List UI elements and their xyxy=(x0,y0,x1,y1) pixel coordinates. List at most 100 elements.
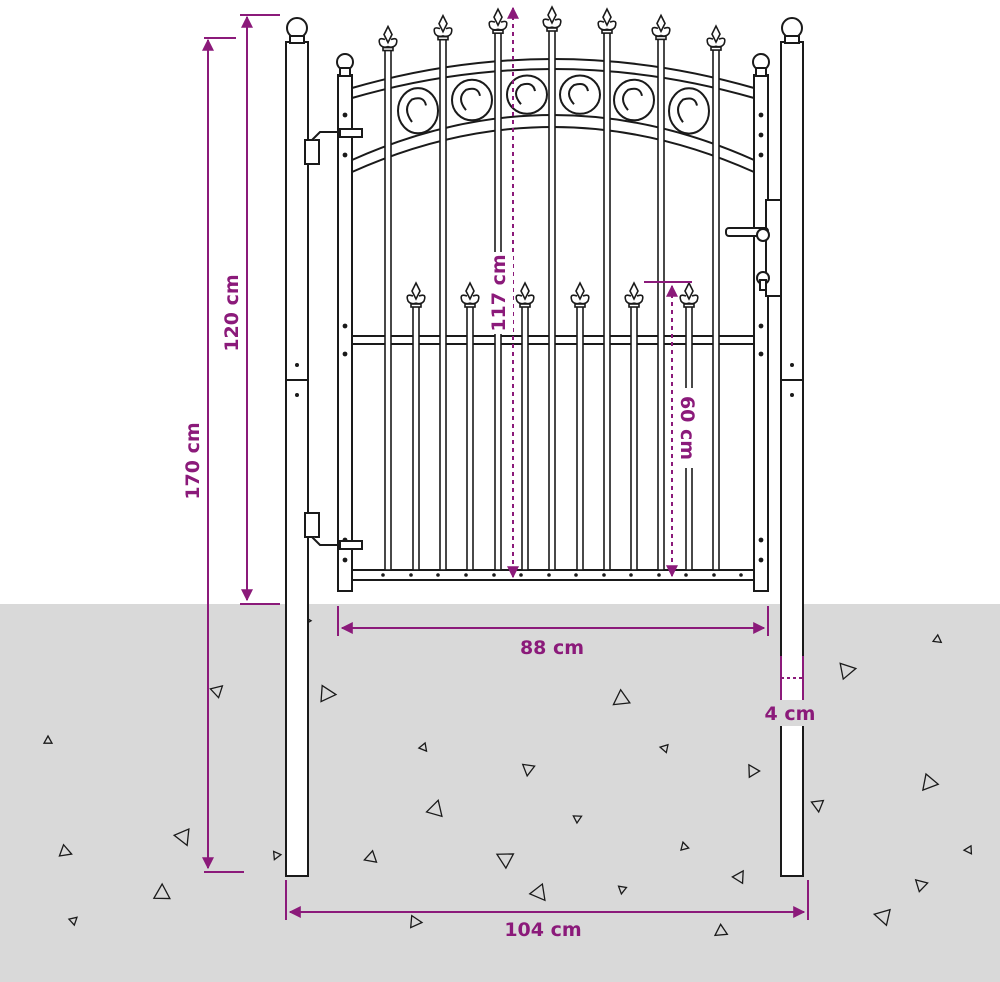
bolt xyxy=(295,393,299,397)
tall-bar xyxy=(384,47,392,571)
pebble xyxy=(320,684,338,703)
spear-collar xyxy=(574,303,586,308)
spear-tip xyxy=(465,281,475,301)
pebble xyxy=(272,850,283,861)
pebble xyxy=(209,684,224,699)
spear-collar xyxy=(601,29,613,34)
bolt xyxy=(519,573,523,577)
bolt xyxy=(464,573,468,577)
tall-bar xyxy=(548,28,556,571)
bolt xyxy=(684,573,688,577)
spear-tip xyxy=(411,281,421,301)
bolt xyxy=(758,557,764,563)
spear-tip xyxy=(656,13,666,34)
pebble xyxy=(42,734,54,744)
ground-pebbles xyxy=(42,615,973,937)
bolt xyxy=(790,363,794,367)
pebble xyxy=(58,843,73,857)
bolt xyxy=(758,152,764,158)
spear-tip xyxy=(547,5,557,25)
pebble xyxy=(872,908,891,927)
spear-collar xyxy=(519,303,531,308)
spear-collar xyxy=(628,303,640,308)
spear-collar xyxy=(437,35,449,41)
tall-bar xyxy=(603,30,611,571)
pebble xyxy=(962,844,973,855)
bolt xyxy=(602,573,606,577)
bolt xyxy=(758,537,764,543)
spear-tip xyxy=(438,13,448,34)
bolt xyxy=(342,557,348,563)
bolt xyxy=(342,351,348,357)
bolt xyxy=(436,573,440,577)
oval-ring xyxy=(451,78,493,122)
bolt xyxy=(790,393,794,397)
oval-scroll xyxy=(677,97,698,123)
pebble xyxy=(810,799,825,814)
oval-ring xyxy=(397,87,439,135)
decorative-ovals xyxy=(397,74,710,135)
oval-ring xyxy=(668,87,710,135)
short-bar xyxy=(576,304,584,571)
bolt xyxy=(657,573,661,577)
pebble xyxy=(731,869,744,885)
pebble xyxy=(528,882,546,902)
spear-tip xyxy=(520,281,530,301)
total-height-label: 170 cm xyxy=(182,422,204,499)
pebble xyxy=(67,916,78,927)
oval-scroll xyxy=(406,97,427,123)
bolt xyxy=(342,323,348,329)
oval-ring xyxy=(613,78,655,122)
pebble xyxy=(521,763,536,778)
pebble xyxy=(748,763,761,779)
pebble xyxy=(612,688,631,706)
pebble xyxy=(713,923,729,937)
short-bar xyxy=(412,304,420,571)
pebble xyxy=(914,878,929,893)
bolt xyxy=(381,573,385,577)
pebble xyxy=(921,772,940,792)
oval-scroll xyxy=(460,87,481,111)
total-width-label: 104 cm xyxy=(504,919,581,941)
tall-bar xyxy=(657,36,665,571)
oval-scroll xyxy=(568,82,589,105)
pebble xyxy=(152,882,171,900)
pebble xyxy=(409,914,424,929)
post-width-label: 4 cm xyxy=(765,703,816,725)
bolt xyxy=(739,573,743,577)
spear-collar xyxy=(710,46,722,51)
spear-tip xyxy=(711,24,721,44)
spear-tip xyxy=(383,24,393,45)
pebble xyxy=(931,633,943,644)
pebble xyxy=(172,827,190,847)
spear-collar xyxy=(464,303,476,308)
bolt xyxy=(758,132,764,138)
spear-collar xyxy=(655,35,667,41)
gate-width-label: 88 cm xyxy=(520,637,584,659)
pebble xyxy=(617,885,628,896)
spear-tip xyxy=(575,281,585,301)
bolt xyxy=(629,573,633,577)
bolt xyxy=(492,573,496,577)
spear-collar xyxy=(410,303,422,308)
right-post xyxy=(780,17,804,877)
short-bar xyxy=(630,304,638,571)
spear-tip xyxy=(493,7,503,27)
pebble xyxy=(425,799,443,818)
pebble xyxy=(417,741,428,753)
bolt xyxy=(409,573,413,577)
dimension-labels: 170 cm 120 cm 117 cm 60 cm 88 cm 4 cm 10… xyxy=(176,252,824,942)
lock-handle xyxy=(725,199,782,297)
pebble xyxy=(363,849,378,863)
short-bar xyxy=(466,304,474,571)
pebble xyxy=(495,853,515,870)
bolt xyxy=(574,573,578,577)
pebble xyxy=(658,743,669,754)
pebble xyxy=(839,662,858,681)
spear-collar xyxy=(382,46,394,52)
tall-bar xyxy=(439,36,447,571)
bolt xyxy=(758,351,764,357)
bolt xyxy=(712,573,716,577)
gate-height-label: 117 cm xyxy=(488,254,510,331)
lower-hinge xyxy=(304,512,363,550)
